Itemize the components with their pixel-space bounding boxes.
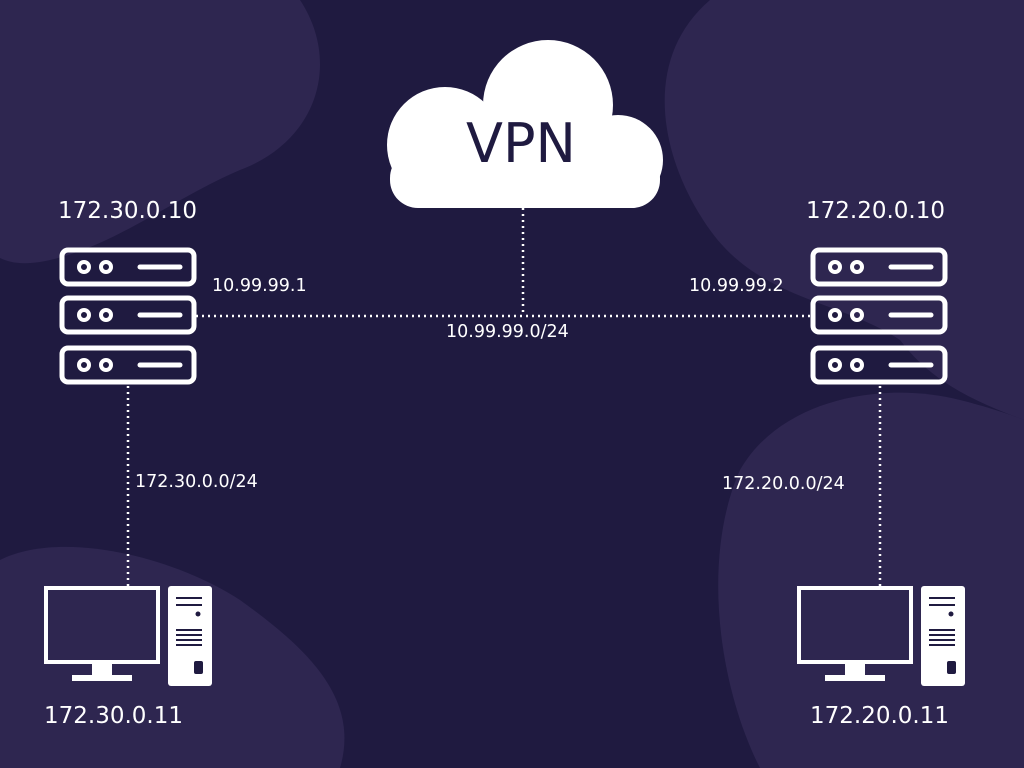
left-host-ip: 172.30.0.11 [44, 703, 183, 729]
blob-top-left [0, 0, 320, 264]
left-tunnel-ip: 10.99.99.1 [212, 276, 307, 296]
right-router-ip: 172.20.0.10 [806, 198, 945, 224]
blob-top-right [664, 0, 1024, 420]
left-router-icon [59, 247, 197, 385]
vpn-cloud-icon: VPN [387, 40, 663, 208]
left-computer-icon [44, 586, 212, 686]
right-lan-label: 172.20.0.0/24 [722, 474, 845, 494]
cloud-label: VPN [466, 112, 576, 175]
right-router-icon [810, 247, 948, 385]
right-computer-icon [797, 586, 965, 686]
left-lan-label: 172.30.0.0/24 [135, 472, 258, 492]
right-host-ip: 172.20.0.11 [810, 703, 949, 729]
left-router-ip: 172.30.0.10 [58, 198, 197, 224]
tunnel-network-label: 10.99.99.0/24 [446, 322, 569, 342]
right-tunnel-ip: 10.99.99.2 [689, 276, 784, 296]
connections [126, 208, 882, 588]
